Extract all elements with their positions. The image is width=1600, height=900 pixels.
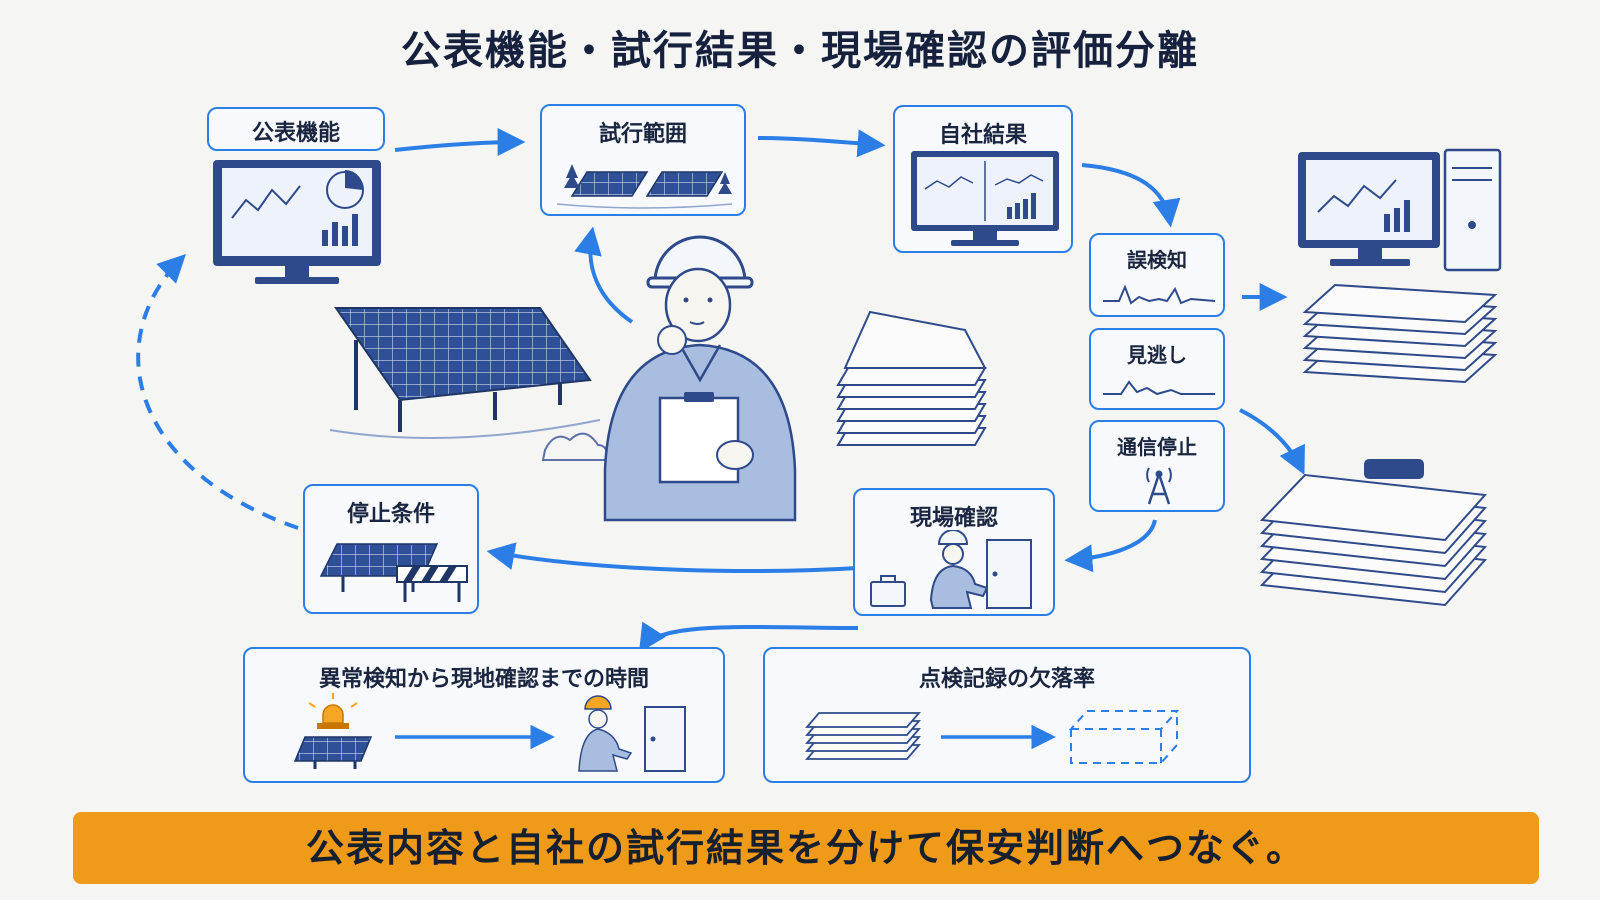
time-flow-icon — [293, 693, 686, 772]
arrow-worker-to-trial — [574, 226, 634, 324]
metric-time-to-site-label: 異常検知から現地確認までの時間 — [318, 667, 649, 692]
monitor-icon — [213, 160, 381, 284]
node-stop-conditions-label: 停止条件 — [346, 502, 435, 527]
node-site-check: 現場確認 — [853, 488, 1055, 616]
metric-missing-rate: 点検記録の欠落率 — [763, 647, 1251, 783]
solar-panels-icon — [556, 164, 733, 209]
node-public-features: 公表機能 — [207, 107, 385, 151]
node-site-check-label: 現場確認 — [909, 506, 998, 531]
barrier-solar-icon — [319, 543, 468, 602]
node-own-results-label: 自社結果 — [938, 123, 1027, 148]
waveform-icon — [1103, 284, 1216, 305]
node-missed-detection-label: 見逃し — [1127, 343, 1187, 367]
arrow-public-to-trial — [394, 128, 526, 157]
paper-stack-illustration — [836, 310, 987, 446]
node-trial-scope: 試行範囲 — [540, 104, 746, 216]
arrow-site-to-metric — [638, 621, 859, 653]
worker-illustration — [603, 235, 797, 522]
arrow-stop-to-public-dashed — [136, 254, 299, 530]
node-trial-scope-label: 試行範囲 — [598, 122, 687, 147]
node-comm-outage-label: 通信停止 — [1117, 435, 1197, 459]
arrow-own-to-false — [1081, 163, 1181, 228]
waveform-icon — [1103, 380, 1215, 396]
arrow-missed-to-clipboard — [1239, 408, 1305, 476]
desktop-computer-illustration — [1298, 148, 1502, 272]
node-false-detection-label: 誤検知 — [1127, 248, 1187, 272]
summary-banner: 公表内容と自社の試行結果を分けて保安判断へつなぐ。 — [73, 812, 1539, 884]
arrow-comm-to-site — [1064, 519, 1157, 573]
metric-missing-rate-label: 点検記録の欠落率 — [918, 667, 1095, 692]
node-public-features-label: 公表機能 — [251, 121, 340, 146]
missing-records-icon — [805, 710, 1180, 764]
records-stack-illustration — [1302, 283, 1498, 384]
clipboard-stack-illustration — [1259, 459, 1488, 607]
arrow-site-to-stop — [486, 542, 859, 573]
node-missed-detection: 見逃し — [1089, 328, 1225, 410]
antenna-icon — [1146, 467, 1172, 505]
arrow-trial-to-own — [757, 129, 886, 158]
metric-time-to-site: 異常検知から現地確認までの時間 — [243, 647, 725, 783]
results-monitor-icon — [911, 151, 1059, 246]
solar-array-illustration — [329, 307, 610, 461]
node-stop-conditions: 停止条件 — [303, 484, 479, 614]
site-inspector-icon — [870, 530, 1032, 609]
page-title: 公表機能・試行結果・現場確認の評価分離 — [401, 28, 1199, 74]
node-own-results: 自社結果 — [893, 105, 1073, 253]
node-false-detection: 誤検知 — [1089, 233, 1225, 317]
node-comm-outage: 通信停止 — [1089, 420, 1225, 512]
